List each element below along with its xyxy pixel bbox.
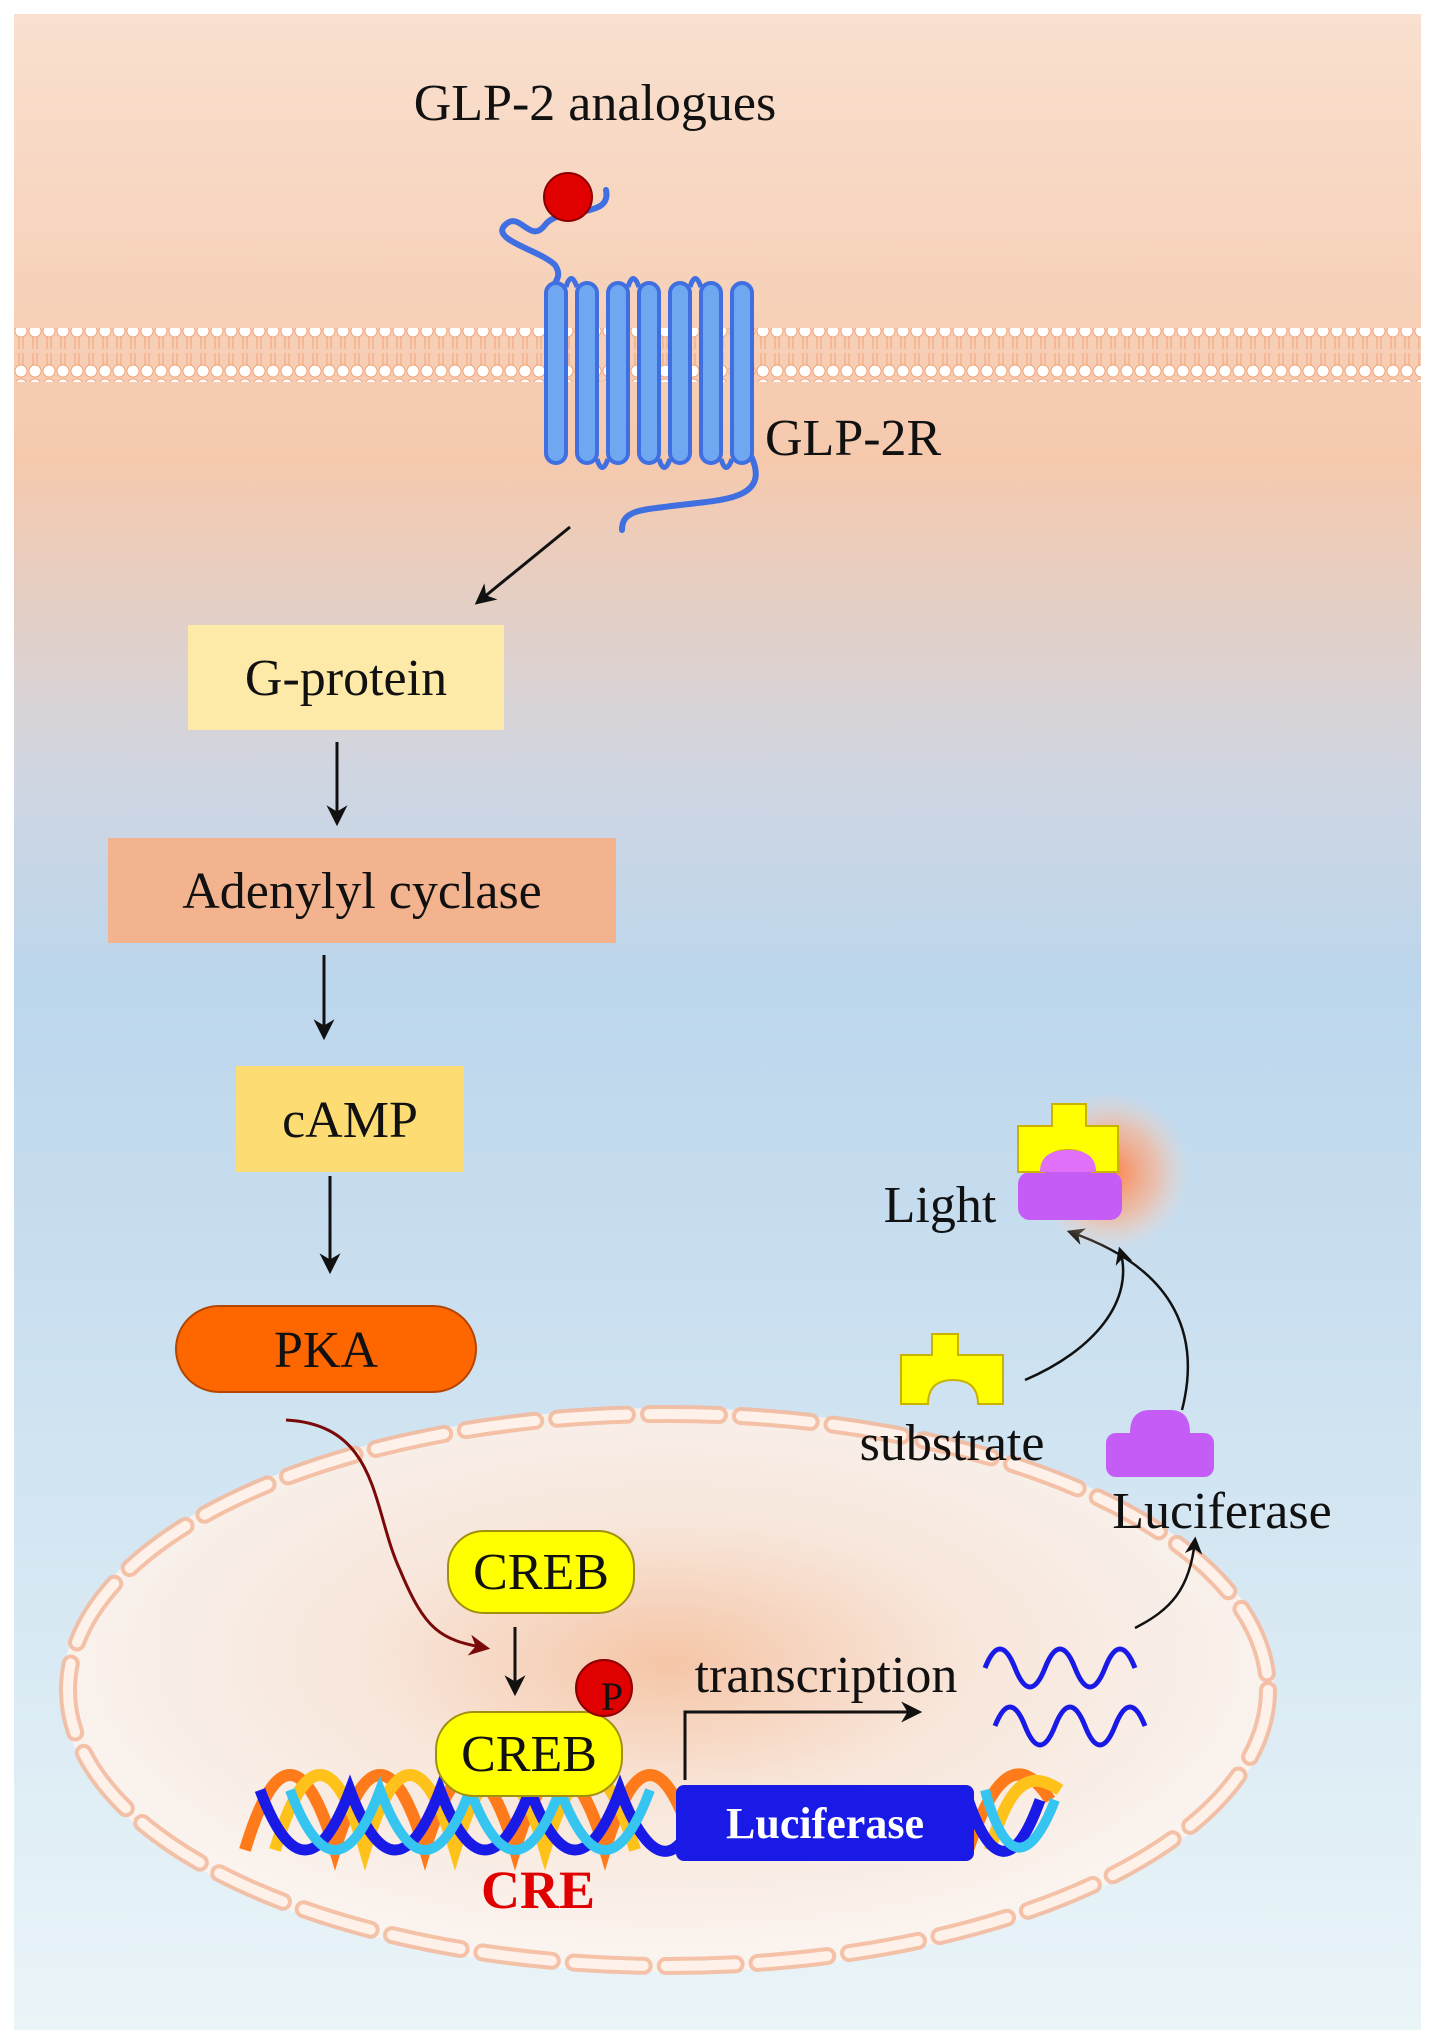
substrate-shape	[900, 1333, 1004, 1405]
light-label: Light	[884, 1177, 997, 1234]
mrna-waves	[982, 1646, 1148, 1748]
phospho-circle	[575, 1659, 633, 1717]
g-protein-label: G-protein	[245, 650, 447, 707]
arrow-receptor-to-gprotein	[474, 525, 571, 605]
camp-label: cAMP	[282, 1092, 418, 1149]
luciferase-gene-block	[676, 1785, 974, 1861]
substrate-label: substrate	[860, 1415, 1045, 1472]
adenylyl-cyclase-label: Adenylyl cyclase	[182, 863, 542, 920]
pka-label: PKA	[274, 1322, 378, 1379]
arrow-mrna-to-luciferase	[1134, 1536, 1203, 1630]
creb-bound-label: CREB	[461, 1726, 597, 1783]
phospho-label: P	[601, 1674, 623, 1719]
creb-top-shape	[447, 1530, 635, 1614]
transcription-arrow	[683, 1701, 923, 1780]
g-protein-box	[188, 625, 504, 730]
luciferase-enzyme-shape	[1106, 1410, 1214, 1477]
cre-label: CRE	[481, 1860, 595, 1920]
glp2r-receptor	[499, 187, 759, 533]
luciferase-enzyme-label: Luciferase	[1112, 1483, 1331, 1540]
luciferase-gene-label: Luciferase	[726, 1799, 924, 1848]
creb-bound-shape	[435, 1711, 623, 1797]
ligand-label: GLP-2 analogues	[414, 75, 776, 132]
receptor-label: GLP-2R	[765, 410, 942, 467]
light-complex-shape	[1017, 1103, 1122, 1220]
ligand-dot	[543, 172, 593, 222]
adenylyl-cyclase-box	[108, 838, 616, 943]
camp-box	[236, 1066, 464, 1172]
nucleus	[59, 1405, 1277, 1975]
arrow-pka-to-creb	[285, 1418, 491, 1656]
transcription-label: transcription	[695, 1647, 958, 1704]
creb-top-label: CREB	[473, 1544, 609, 1601]
pka-shape	[175, 1305, 477, 1393]
arrow-substrate-to-light	[1024, 1246, 1133, 1382]
